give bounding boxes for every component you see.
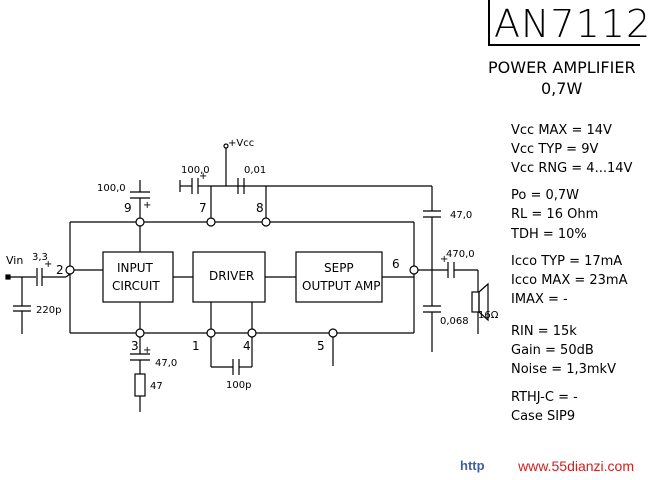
vin-label: Vin <box>6 254 23 267</box>
spec-imax: IMAX = - <box>511 292 568 307</box>
sepp-block-line2: OUTPUT AMP <box>302 279 381 293</box>
spec-tdh: TDH = 10% <box>511 227 587 242</box>
pin-5-terminal <box>328 328 338 338</box>
spec-icco-typ: Icco TYP = 17mA <box>511 254 623 269</box>
pin-5-label: 5 <box>317 339 325 353</box>
subtitle-power: 0,7W <box>541 79 583 98</box>
pin-7-label: 7 <box>199 201 207 215</box>
sepp-block-line1: SEPP <box>324 261 354 275</box>
pin-9-label: 9 <box>124 201 132 215</box>
spec-rin: RIN = 15k <box>511 324 577 339</box>
part-number-title: AN7112 <box>494 2 651 46</box>
circuit-diagram: 2 9 7 8 6 3 1 4 5 INPUT CIRCUIT DRIVER S… <box>5 138 499 412</box>
vcc-terminal <box>223 143 229 149</box>
spec-case: Case SIP9 <box>511 409 576 424</box>
pin-6-label: 6 <box>392 257 400 271</box>
title-box <box>488 0 640 46</box>
spec-po: Po = 0,7W <box>511 188 580 203</box>
pin-7-terminal <box>206 217 216 227</box>
cap-out-value: 470,0 <box>446 249 475 260</box>
spec-icco-max: Icco MAX = 23mA <box>511 273 628 288</box>
cap-pin7-value: 100,0 <box>181 165 210 176</box>
cap-pin7-plus: + <box>199 171 207 182</box>
spec-noise: Noise = 1,3mkV <box>511 362 616 377</box>
input-block-line2: CIRCUIT <box>112 279 160 293</box>
watermark-http: http <box>460 458 485 473</box>
wire-pin2-join <box>65 273 71 278</box>
spec-rthj: RTHJ-C = - <box>511 390 578 405</box>
cap-out-plus: + <box>440 254 448 265</box>
cap-pin8-value: 0,01 <box>244 165 266 176</box>
spec-vcc-rng: Vcc RNG = 4...14V <box>511 161 633 176</box>
pin-3-terminal <box>135 328 145 338</box>
input-block-line1: INPUT <box>117 261 154 275</box>
vin-terminal <box>5 274 11 280</box>
cap-snub-value: 0,068 <box>440 316 469 327</box>
cap-pin9-value: 100,0 <box>97 183 126 194</box>
cap-boot-value: 47,0 <box>450 210 472 221</box>
pin-1-terminal <box>206 328 216 338</box>
pin-6-terminal <box>409 265 419 275</box>
cap-pin3-plus: + <box>143 345 151 356</box>
cap-pin9-plus: + <box>143 200 151 211</box>
driver-block-label: DRIVER <box>209 269 254 283</box>
pin-2-label: 2 <box>56 263 64 277</box>
spec-rl: RL = 16 Ohm <box>511 207 599 222</box>
pin-9-terminal <box>135 217 145 227</box>
spec-vcc-max: Vcc MAX = 14V <box>511 123 612 138</box>
speaker-value: 16Ω <box>478 310 499 321</box>
spec-vcc-typ: Vcc TYP = 9V <box>511 142 599 157</box>
resistor-pin3-value: 47 <box>150 381 163 392</box>
pin-4-label: 4 <box>243 339 251 353</box>
vcc-label: +Vcc <box>228 138 254 149</box>
cap-pin3-value: 47,0 <box>155 358 177 369</box>
cap-in-plus: + <box>44 259 52 270</box>
resistor-pin3 <box>134 373 146 397</box>
pin-8-label: 8 <box>256 201 264 215</box>
speaker-body <box>471 291 480 313</box>
input-circuit-block <box>102 251 174 303</box>
pin-8-terminal <box>261 217 271 227</box>
speaker-cone <box>478 282 489 322</box>
pin-2-terminal <box>65 265 75 275</box>
spec-gain: Gain = 50dB <box>511 343 594 358</box>
subtitle-function: POWER AMPLIFIER <box>488 58 636 77</box>
sepp-output-block <box>295 251 383 303</box>
watermark-site: www.55dianzi.com <box>518 458 634 474</box>
pin-3-label: 3 <box>131 339 139 353</box>
cap-pin14-value: 100p <box>226 380 251 391</box>
cap-in-value: 3,3 <box>32 252 48 263</box>
cap-220p-value: 220p <box>36 305 61 316</box>
pin-1-label: 1 <box>192 339 200 353</box>
pin-4-terminal <box>247 328 257 338</box>
